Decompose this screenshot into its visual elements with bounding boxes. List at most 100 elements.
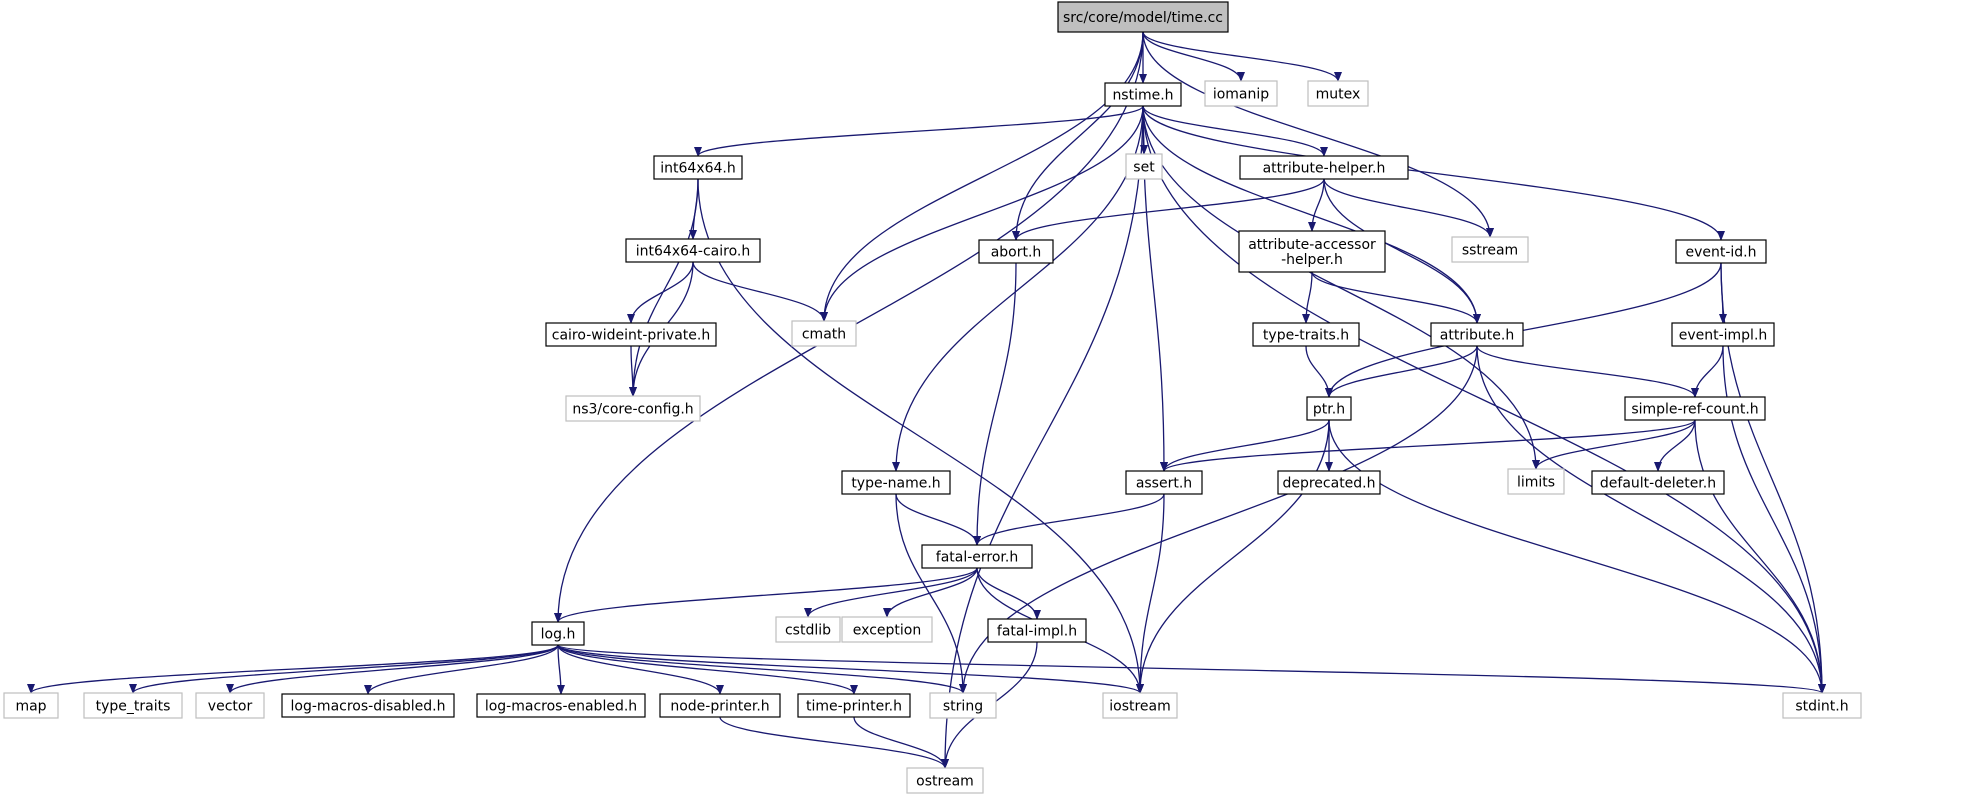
node-assert-h[interactable]: assert.h [1125, 470, 1203, 495]
node-box [625, 238, 761, 263]
node-box [1239, 155, 1409, 180]
node-box [1306, 396, 1352, 421]
edge-time-printer-h-to-ostream [853, 716, 949, 769]
node-label: ns3/core-config.h [572, 402, 693, 418]
node-label: mutex [1316, 87, 1361, 103]
node-abort-h[interactable]: abort.h [978, 239, 1054, 264]
node-box [565, 395, 701, 422]
edge-log-h-to-iostream [557, 644, 1144, 694]
node-box [1204, 80, 1278, 107]
node-log-macros-disabled-h[interactable]: log-macros-disabled.h [281, 693, 455, 718]
node-label: src/core/model/time.cc [1063, 10, 1223, 26]
node-label: set [1133, 160, 1155, 176]
node-mutex: mutex [1307, 80, 1369, 107]
node-box [1252, 322, 1360, 347]
node-box [83, 692, 183, 719]
node-label: type_traits [96, 699, 171, 715]
node-label: cairo-wideint-private.h [552, 328, 710, 344]
node-box [1675, 239, 1767, 264]
node-event-impl-h[interactable]: event-impl.h [1671, 322, 1775, 347]
edge-assert-h-to-fatal-error-h [973, 493, 1165, 546]
node-iostream: iostream [1102, 692, 1178, 719]
node-box [476, 693, 646, 718]
node-label: fatal-impl.h [997, 624, 1077, 640]
node-label: iostream [1109, 699, 1171, 715]
edge-simple-ref-count-h-to-stdint-h [1694, 419, 1826, 694]
node-label: int64x64.h [660, 161, 736, 177]
node-log-macros-enabled-h[interactable]: log-macros-enabled.h [476, 693, 646, 718]
node-attribute-helper-h[interactable]: attribute-helper.h [1239, 155, 1409, 180]
edge-ptr-h-to-iostream [1136, 419, 1330, 694]
edge-cairo-wideint-private-h-to-ns3-core-config-h [628, 345, 637, 397]
node-box [797, 693, 911, 718]
node-label: log-macros-enabled.h [485, 699, 637, 715]
edge-nstime-h-to-cmath [820, 105, 1144, 322]
node-label: limits [1517, 475, 1555, 491]
node-deprecated-h[interactable]: deprecated.h [1277, 470, 1381, 495]
node-nstime-h[interactable]: nstime.h [1104, 82, 1182, 107]
node-label: event-impl.h [1679, 328, 1768, 344]
node-attribute-h[interactable]: attribute.h [1430, 322, 1524, 347]
node-label: deprecated.h [1282, 476, 1375, 492]
node-ptr-h[interactable]: ptr.h [1306, 396, 1352, 421]
node-box [987, 618, 1087, 643]
node-label: iomanip [1213, 87, 1269, 103]
node-label: assert.h [1136, 476, 1192, 492]
edge-event-id-h-to-ptr-h [1325, 262, 1722, 398]
node-box [1507, 468, 1565, 495]
node-label: cmath [802, 327, 846, 343]
edge-nstime-h-to-int64x64-h [694, 105, 1144, 157]
node-box [545, 322, 717, 347]
edge-int64x64-h-to-iostream [697, 178, 1144, 694]
node-label: type-traits.h [1263, 328, 1349, 344]
node-box [841, 616, 933, 643]
edge-log-h-to-vector [226, 644, 559, 694]
node-label: map [15, 699, 46, 715]
edge-time-cc-to-sstream [1142, 31, 1494, 238]
edge-fatal-error-h-to-cstdlib [804, 567, 978, 618]
node-event-id-h[interactable]: event-id.h [1675, 239, 1767, 264]
edge-attribute-h-to-stdint-h [1476, 345, 1826, 694]
edge-log-h-to-string [557, 644, 967, 694]
edge-log-h-to-log-macros-disabled-h [364, 644, 559, 695]
node-box [1125, 153, 1163, 180]
node-time-cc[interactable]: src/core/model/time.cc [1057, 1, 1229, 33]
node-vector: vector [195, 692, 265, 719]
node-box [1104, 82, 1182, 107]
node-box [921, 544, 1033, 569]
node-box [1277, 470, 1381, 495]
node-label: ostream [916, 774, 974, 790]
node-int64x64-h[interactable]: int64x64.h [653, 155, 743, 180]
node-cairo-wideint-private-h[interactable]: cairo-wideint-private.h [545, 322, 717, 347]
node-label: attribute-helper.h [1263, 161, 1386, 177]
node-box [1057, 1, 1229, 33]
node-box [1671, 322, 1775, 347]
node-attribute-accessor-helper-h[interactable]: attribute-accessor-helper.h [1238, 230, 1386, 273]
node-time-printer-h[interactable]: time-printer.h [797, 693, 911, 718]
node-box [1782, 692, 1862, 719]
edge-attribute-helper-h-to-attribute-h [1323, 178, 1481, 324]
node-box [1451, 236, 1529, 263]
node-box [1102, 692, 1178, 719]
node-simple-ref-count-h[interactable]: simple-ref-count.h [1624, 396, 1766, 421]
node-fatal-error-h[interactable]: fatal-error.h [921, 544, 1033, 569]
edge-attribute-helper-h-to-attribute-accessor-helper-h [1308, 178, 1325, 232]
node-box [1591, 470, 1725, 495]
node-box [3, 692, 59, 719]
edge-attribute-helper-h-to-abort-h [1012, 178, 1325, 241]
node-log-h[interactable]: log.h [531, 621, 585, 646]
node-label: int64x64-cairo.h [636, 244, 750, 260]
node-type-name-h[interactable]: type-name.h [841, 470, 951, 495]
node-box [1430, 322, 1524, 347]
node-default-deleter-h[interactable]: default-deleter.h [1591, 470, 1725, 495]
node-type-traits-h[interactable]: type-traits.h [1252, 322, 1360, 347]
edge-fatal-error-h-to-log-h [554, 567, 978, 623]
edge-fatal-error-h-to-exception [883, 567, 978, 618]
node-label: attribute-accessor [1248, 237, 1376, 253]
node-int64x64-cairo-h[interactable]: int64x64-cairo.h [625, 238, 761, 263]
edge-log-h-to-node-printer-h [557, 644, 724, 695]
edge-log-h-to-log-macros-enabled-h [556, 644, 565, 695]
node-fatal-impl-h[interactable]: fatal-impl.h [987, 618, 1087, 643]
node-iomanip: iomanip [1204, 80, 1278, 107]
node-node-printer-h[interactable]: node-printer.h [659, 693, 781, 718]
